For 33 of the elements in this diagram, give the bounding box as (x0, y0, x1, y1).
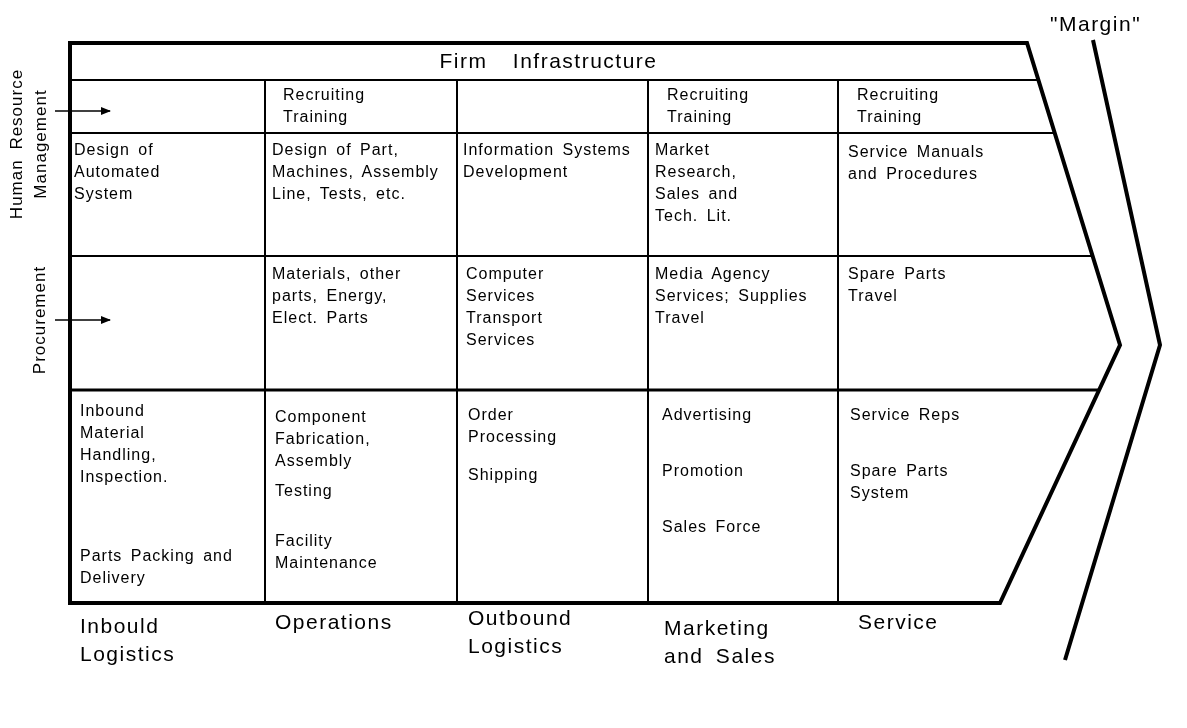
table-cell-text: Service Reps (850, 405, 962, 425)
table-cell-text: Information Systems Development (463, 140, 632, 182)
column-heading: Outbound Logistics (468, 605, 574, 659)
table-cell-text: Advertising (662, 405, 754, 425)
table-cell-text: Order Processing (468, 405, 559, 447)
margin-label: "Margin" (1050, 11, 1143, 37)
table-cell-text: Design of Automated System (74, 140, 162, 204)
table-cell-text: Recruiting Training (283, 85, 367, 127)
table-cell-text: Computer Services Transport Services (466, 264, 546, 350)
column-heading: Inbould Logistics (80, 613, 177, 667)
table-cell-text: Recruiting Training (857, 85, 941, 127)
table-cell-text: Parts Packing and Delivery (80, 546, 234, 588)
column-heading: Service (858, 609, 940, 635)
table-cell-text: Design of Part, Machines, Assembly Line, Tests, etc. (272, 140, 440, 204)
table-cell-text: Service Manuals and Procedures (848, 142, 986, 184)
table-cell-text: Media Agency Services; Supplies Travel (655, 264, 809, 328)
table-cell-text: Promotion (662, 461, 745, 481)
table-cell-text: Sales Force (662, 517, 763, 537)
table-cell-text: Materials, other parts, Energy, Elect. Parts (272, 264, 403, 328)
column-heading: Marketing and Sales (664, 615, 777, 669)
table-cell-text: Recruiting Training (667, 85, 751, 127)
banner-heading: Firm Infrastructure (438, 48, 659, 74)
table-cell-text: Facility Maintenance (275, 531, 379, 573)
row-heading: Human Resource Management (6, 67, 51, 222)
table-cell-text: Shipping (468, 465, 540, 485)
table-cell-text: Component Fabrication, Assembly (275, 407, 372, 471)
table-cell-text: Testing (275, 481, 334, 501)
table-cell-text: Market Research, Sales and Tech. Lit. (655, 140, 740, 226)
table-cell-text: Spare Parts Travel (848, 264, 948, 306)
row-heading: Procurement (29, 264, 50, 377)
table-cell-text: Inbound Material Handling, Inspection. (80, 401, 170, 487)
column-heading: Operations (275, 609, 394, 635)
table-cell-text: Spare Parts System (850, 461, 950, 503)
